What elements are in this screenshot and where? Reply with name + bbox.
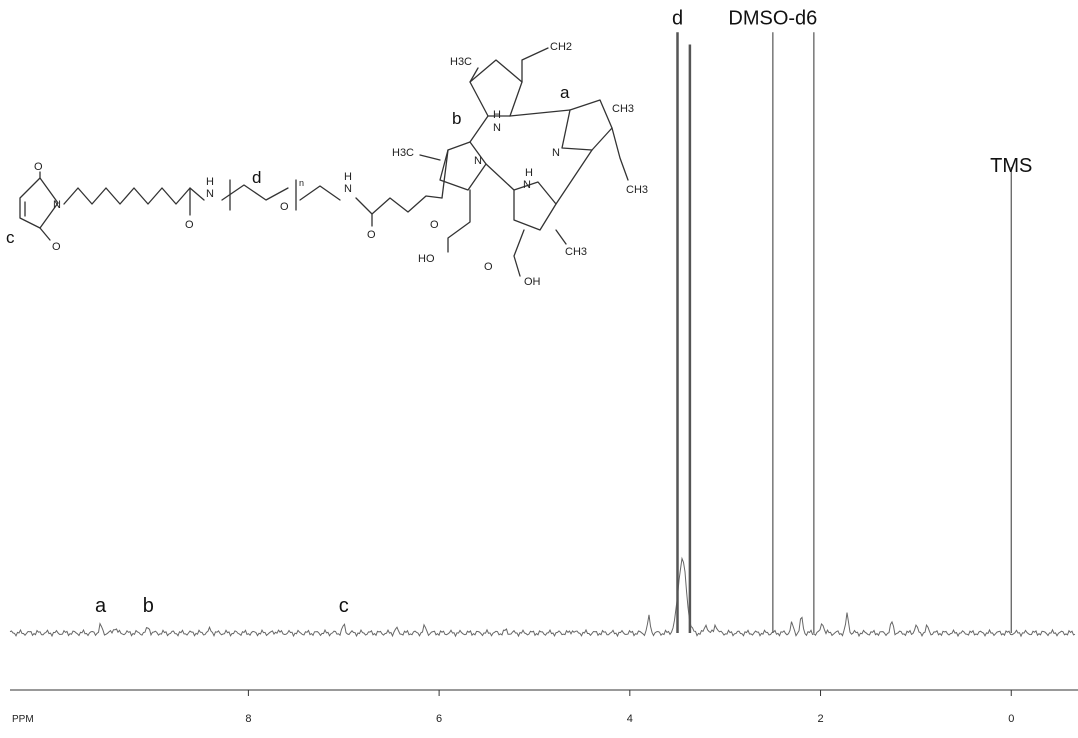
chlorin-ring-bottom	[513, 181, 557, 231]
carboxylic-acid-arm	[513, 229, 525, 277]
peg-chain	[221, 184, 289, 201]
atom-label: CH3	[565, 246, 587, 258]
x-axis-title: PPM	[12, 714, 34, 725]
methyl-bond-3	[555, 229, 567, 245]
atom-label: N	[523, 179, 531, 191]
atom-label: O	[430, 219, 439, 231]
atom-label: O	[52, 241, 61, 253]
chlorin-ring-left	[439, 141, 487, 191]
atom-label: N	[552, 147, 560, 159]
atom-label: H	[525, 167, 533, 179]
peak-label-d: d	[672, 7, 683, 29]
repeat-subscript: n	[299, 178, 304, 188]
vinyl-group	[521, 47, 549, 83]
atom-label: N	[206, 188, 214, 200]
atom-label: O	[34, 161, 43, 173]
atom-label: H	[206, 176, 214, 188]
atom-label: N	[493, 122, 501, 134]
x-axis-ticks: 8 6 4 2 0	[245, 690, 1014, 725]
acetic-acid-arm	[447, 189, 471, 253]
atom-label: N	[474, 155, 482, 167]
methyl-bond	[469, 67, 479, 83]
proton-label-c: c	[6, 228, 15, 247]
peak-label-a: a	[95, 595, 107, 617]
chemical-structure: O N O c H N O d O n H N O H3C CH2 a b H …	[6, 41, 648, 288]
atom-label: H	[344, 171, 352, 183]
peak-label-tms: TMS	[990, 155, 1032, 177]
atom-label: CH3	[612, 103, 634, 115]
x-tick-label: 0	[1008, 713, 1014, 725]
peak-label-b: b	[143, 595, 154, 617]
atom-label: N	[53, 199, 61, 211]
atom-label: N	[344, 183, 352, 195]
chlorin-ring-right	[561, 99, 613, 151]
methyl-bond-2	[419, 154, 441, 161]
peak-label-c: c	[339, 595, 349, 617]
x-tick-label: 4	[627, 713, 633, 725]
maleimide-carbonyl-bottom	[39, 227, 51, 241]
ethyl-linker	[299, 185, 341, 201]
peak-label-dmso-d6: DMSO-d6	[728, 7, 817, 29]
atom-label: O	[484, 261, 493, 273]
atom-label: O	[185, 219, 194, 231]
proton-label-a: a	[560, 83, 570, 102]
atom-label: OH	[524, 276, 541, 288]
atom-label: H3C	[450, 56, 472, 68]
atom-label: O	[367, 229, 376, 241]
atom-label: CH2	[550, 41, 572, 53]
atom-label: H	[493, 109, 501, 121]
peak-lines	[676, 32, 1012, 633]
atom-label: H3C	[392, 147, 414, 159]
x-tick-label: 6	[436, 713, 442, 725]
maleimide-ring	[19, 177, 59, 229]
atom-label: O	[280, 201, 289, 213]
ethyl-group	[611, 127, 629, 181]
spectrum-trace	[9, 556, 1076, 638]
meso-bridges	[441, 109, 593, 205]
atom-label: CH3	[626, 184, 648, 196]
proton-label-d: d	[252, 168, 261, 187]
atom-label: HO	[418, 253, 435, 265]
butanoyl-chain	[355, 195, 443, 215]
proton-label-b: b	[452, 109, 461, 128]
chlorin-ring-top	[469, 59, 523, 117]
alkyl-chain	[63, 187, 205, 205]
x-tick-label: 2	[817, 713, 823, 725]
x-tick-label: 8	[245, 713, 251, 725]
